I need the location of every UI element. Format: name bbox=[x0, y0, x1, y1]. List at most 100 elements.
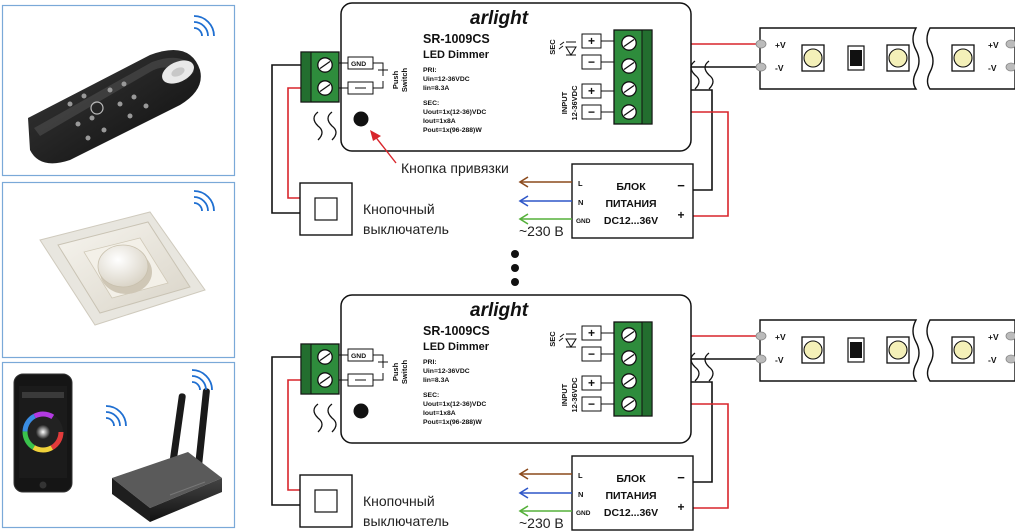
svg-text:−: − bbox=[588, 105, 595, 119]
led-strip: +V -V +V -V bbox=[755, 319, 1015, 382]
push-button-switch bbox=[299, 474, 353, 528]
svg-text:12-36VDC: 12-36VDC bbox=[570, 85, 579, 121]
svg-text:Uin=12-36VDC: Uin=12-36VDC bbox=[423, 76, 470, 83]
svg-text:Switch: Switch bbox=[400, 67, 409, 92]
power-supply: L N GND БЛОК ПИТАНИЯ DC12...36V − + bbox=[571, 455, 694, 531]
svg-text:Pout=1x(96-288)W: Pout=1x(96-288)W bbox=[423, 127, 482, 134]
mains-label: ~230 В bbox=[519, 223, 564, 239]
svg-text:-V: -V bbox=[988, 355, 997, 365]
svg-text:N: N bbox=[578, 198, 583, 207]
bind-button bbox=[353, 111, 369, 127]
bind-button-callout: Кнопка привязки bbox=[370, 130, 509, 176]
svg-text:-V: -V bbox=[988, 63, 997, 73]
svg-text:Switch: Switch bbox=[400, 359, 409, 384]
svg-text:-V: -V bbox=[775, 63, 784, 73]
svg-text:-V: -V bbox=[775, 355, 784, 365]
svg-text:L: L bbox=[578, 471, 583, 480]
wifi-converter-image bbox=[112, 388, 222, 522]
svg-text:GND: GND bbox=[576, 510, 591, 517]
mains-wires bbox=[518, 468, 572, 517]
svg-text:Uin=12-36VDC: Uin=12-36VDC bbox=[423, 368, 470, 375]
switch-wires bbox=[271, 356, 305, 506]
svg-text:Uout=1x(12-36)VDC: Uout=1x(12-36)VDC bbox=[423, 109, 486, 116]
svg-text:−: − bbox=[588, 397, 595, 411]
svg-text:PRI:: PRI: bbox=[423, 359, 437, 366]
mains-label: ~230 В bbox=[519, 515, 564, 531]
smartphone-converter-panel bbox=[1, 361, 236, 529]
device-type: LED Dimmer bbox=[423, 49, 490, 61]
svg-text:+V: +V bbox=[775, 332, 786, 342]
main-terminal-block bbox=[613, 321, 714, 417]
svg-text:Push: Push bbox=[391, 70, 400, 89]
svg-text:GND: GND bbox=[351, 353, 366, 360]
svg-text:+V: +V bbox=[988, 40, 999, 50]
svg-text:+: + bbox=[677, 500, 684, 514]
switch-terminal-block bbox=[300, 343, 340, 433]
led-strip: +V -V +V -V bbox=[755, 27, 1015, 90]
switch-wires bbox=[271, 64, 305, 214]
svg-text:+V: +V bbox=[988, 332, 999, 342]
svg-text:L: L bbox=[578, 179, 583, 188]
svg-text:+: + bbox=[588, 376, 595, 390]
main-terminal-block bbox=[613, 29, 714, 125]
power-supply: L N GND БЛОК ПИТАНИЯ DC12...36V − + bbox=[571, 163, 694, 239]
svg-text:Iout=1x8A: Iout=1x8A bbox=[423, 118, 456, 125]
svg-text:+: + bbox=[588, 326, 595, 340]
psu-line3: DC12...36V bbox=[604, 507, 658, 519]
svg-text:Pout=1x(96-288)W: Pout=1x(96-288)W bbox=[423, 419, 482, 426]
psu-line3: DC12...36V bbox=[604, 215, 658, 227]
svg-text:SEC: SEC bbox=[548, 331, 557, 347]
switch-label-line1: Кнопочный bbox=[363, 201, 435, 217]
svg-text:INPUT: INPUT bbox=[560, 383, 569, 406]
svg-text:+: + bbox=[677, 208, 684, 222]
push-button-switch bbox=[299, 182, 353, 236]
model-name: SR-1009CS bbox=[423, 324, 490, 338]
psu-line2: ПИТАНИЯ bbox=[605, 198, 656, 210]
mains-wires bbox=[518, 176, 572, 225]
svg-text:+: + bbox=[588, 34, 595, 48]
device-type: LED Dimmer bbox=[423, 341, 490, 353]
svg-text:+V: +V bbox=[775, 40, 786, 50]
svg-text:N: N bbox=[578, 490, 583, 499]
svg-text:GND: GND bbox=[576, 218, 591, 225]
remote-control-image bbox=[28, 50, 201, 164]
psu-line1: БЛОК bbox=[616, 181, 646, 193]
psu-line2: ПИТАНИЯ bbox=[605, 490, 656, 502]
switch-label-line1: Кнопочный bbox=[363, 493, 435, 509]
brand-logo: arlight bbox=[470, 8, 529, 29]
brand-logo: arlight bbox=[470, 300, 529, 321]
wall-dimmer-image bbox=[39, 211, 206, 326]
switch-label-line2: выключатель bbox=[363, 513, 449, 529]
svg-text:−: − bbox=[677, 470, 685, 485]
dimmer-body: arlight SR-1009CS LED Dimmer PRI: Uin=12… bbox=[337, 2, 692, 152]
svg-text:Iout=1x8A: Iout=1x8A bbox=[423, 410, 456, 417]
svg-text:Iin=8.3A: Iin=8.3A bbox=[423, 85, 449, 92]
switch-label-line2: выключатель bbox=[363, 221, 449, 237]
svg-text:Uout=1x(12-36)VDC: Uout=1x(12-36)VDC bbox=[423, 401, 486, 408]
svg-text:SEC:: SEC: bbox=[423, 392, 439, 399]
remote-control-panel bbox=[1, 4, 236, 177]
switch-terminal-block bbox=[300, 51, 340, 141]
svg-text:+: + bbox=[588, 84, 595, 98]
svg-text:Iin=8.3A: Iin=8.3A bbox=[423, 377, 449, 384]
bind-button-label: Кнопка привязки bbox=[401, 160, 509, 176]
psu-line1: БЛОК bbox=[616, 473, 646, 485]
continuation-dots bbox=[511, 250, 519, 286]
wall-dimmer-panel bbox=[1, 181, 236, 359]
svg-text:−: − bbox=[588, 347, 595, 361]
svg-text:12-36VDC: 12-36VDC bbox=[570, 377, 579, 413]
svg-text:SEC:: SEC: bbox=[423, 100, 439, 107]
svg-text:Push: Push bbox=[391, 362, 400, 381]
circuit-1: arlight SR-1009CS LED Dimmer PRI: Uin=12… bbox=[271, 2, 1015, 239]
svg-text:GND: GND bbox=[351, 61, 366, 68]
model-name: SR-1009CS bbox=[423, 32, 490, 46]
smartphone-image bbox=[13, 373, 73, 493]
svg-text:−: − bbox=[588, 55, 595, 69]
svg-text:−: − bbox=[677, 178, 685, 193]
circuit-2: arlight SR-1009CS LED Dimmer PRI: Uin=12… bbox=[271, 294, 1015, 531]
bind-button bbox=[353, 403, 369, 419]
svg-text:SEC: SEC bbox=[548, 39, 557, 55]
svg-text:PRI:: PRI: bbox=[423, 67, 437, 74]
svg-text:INPUT: INPUT bbox=[560, 91, 569, 114]
